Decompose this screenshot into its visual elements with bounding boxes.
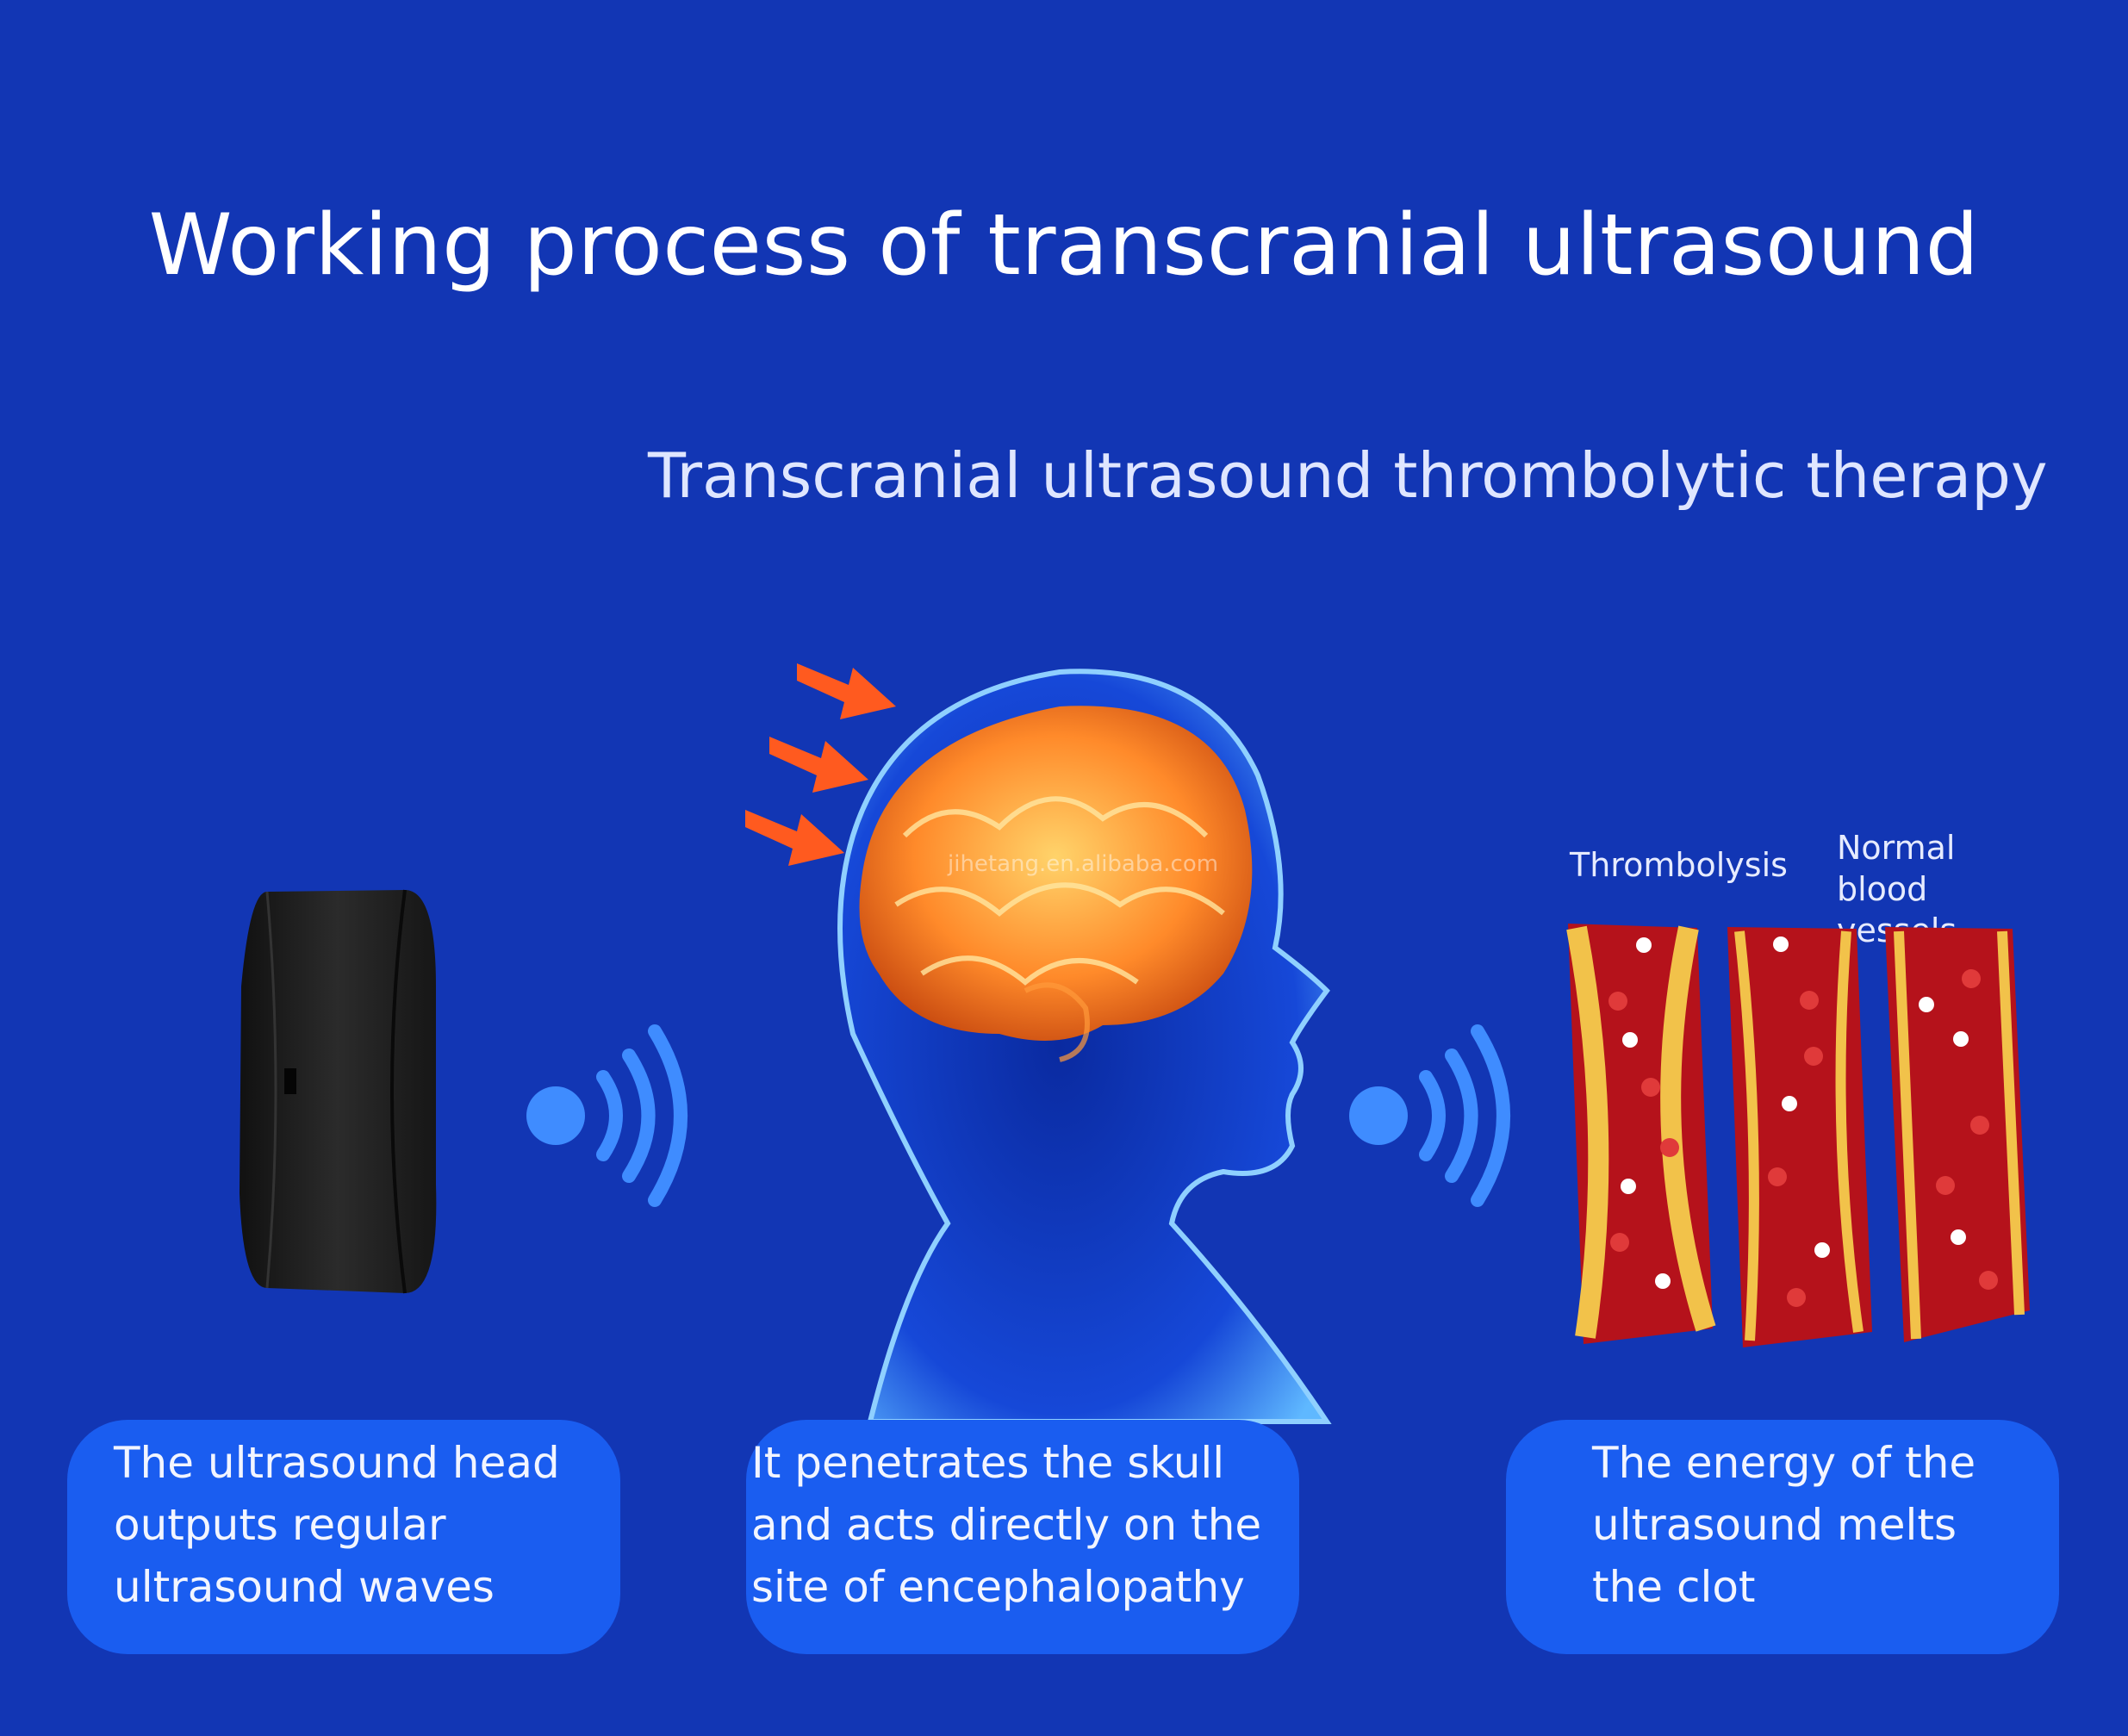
thrombolysis-label: Thrombolysis <box>1570 846 1788 884</box>
arrow-icon <box>769 737 868 793</box>
signal-wave-icon <box>526 1024 688 1207</box>
blood-vessel-icon <box>1727 927 1872 1347</box>
arrow-icon <box>745 810 844 866</box>
blood-vessel-icon <box>1885 927 2030 1342</box>
watermark: jihetang.en.alibaba.com <box>948 851 1219 877</box>
head-brain-icon <box>837 669 1332 1424</box>
caption-box-1 <box>67 1420 620 1654</box>
caption-text-3: The energy of the ultrasound melts the c… <box>1592 1438 1976 1612</box>
diagram-subtitle: Transcranial ultrasound thrombolytic the… <box>648 439 2048 512</box>
ultrasound-device-icon <box>240 889 437 1294</box>
arrow-icon <box>797 663 896 719</box>
caption-text-2: It penetrates the skull and acts directl… <box>751 1438 1262 1612</box>
signal-wave-icon <box>1349 1024 1510 1207</box>
caption-box-3 <box>1506 1420 2059 1654</box>
blood-vessel-icon <box>1566 924 1716 1344</box>
diagram-title: Working process of transcranial ultrasou… <box>148 196 1980 295</box>
caption-box-2 <box>746 1420 1299 1654</box>
caption-text-1: The ultrasound head outputs regular ultr… <box>114 1438 560 1612</box>
